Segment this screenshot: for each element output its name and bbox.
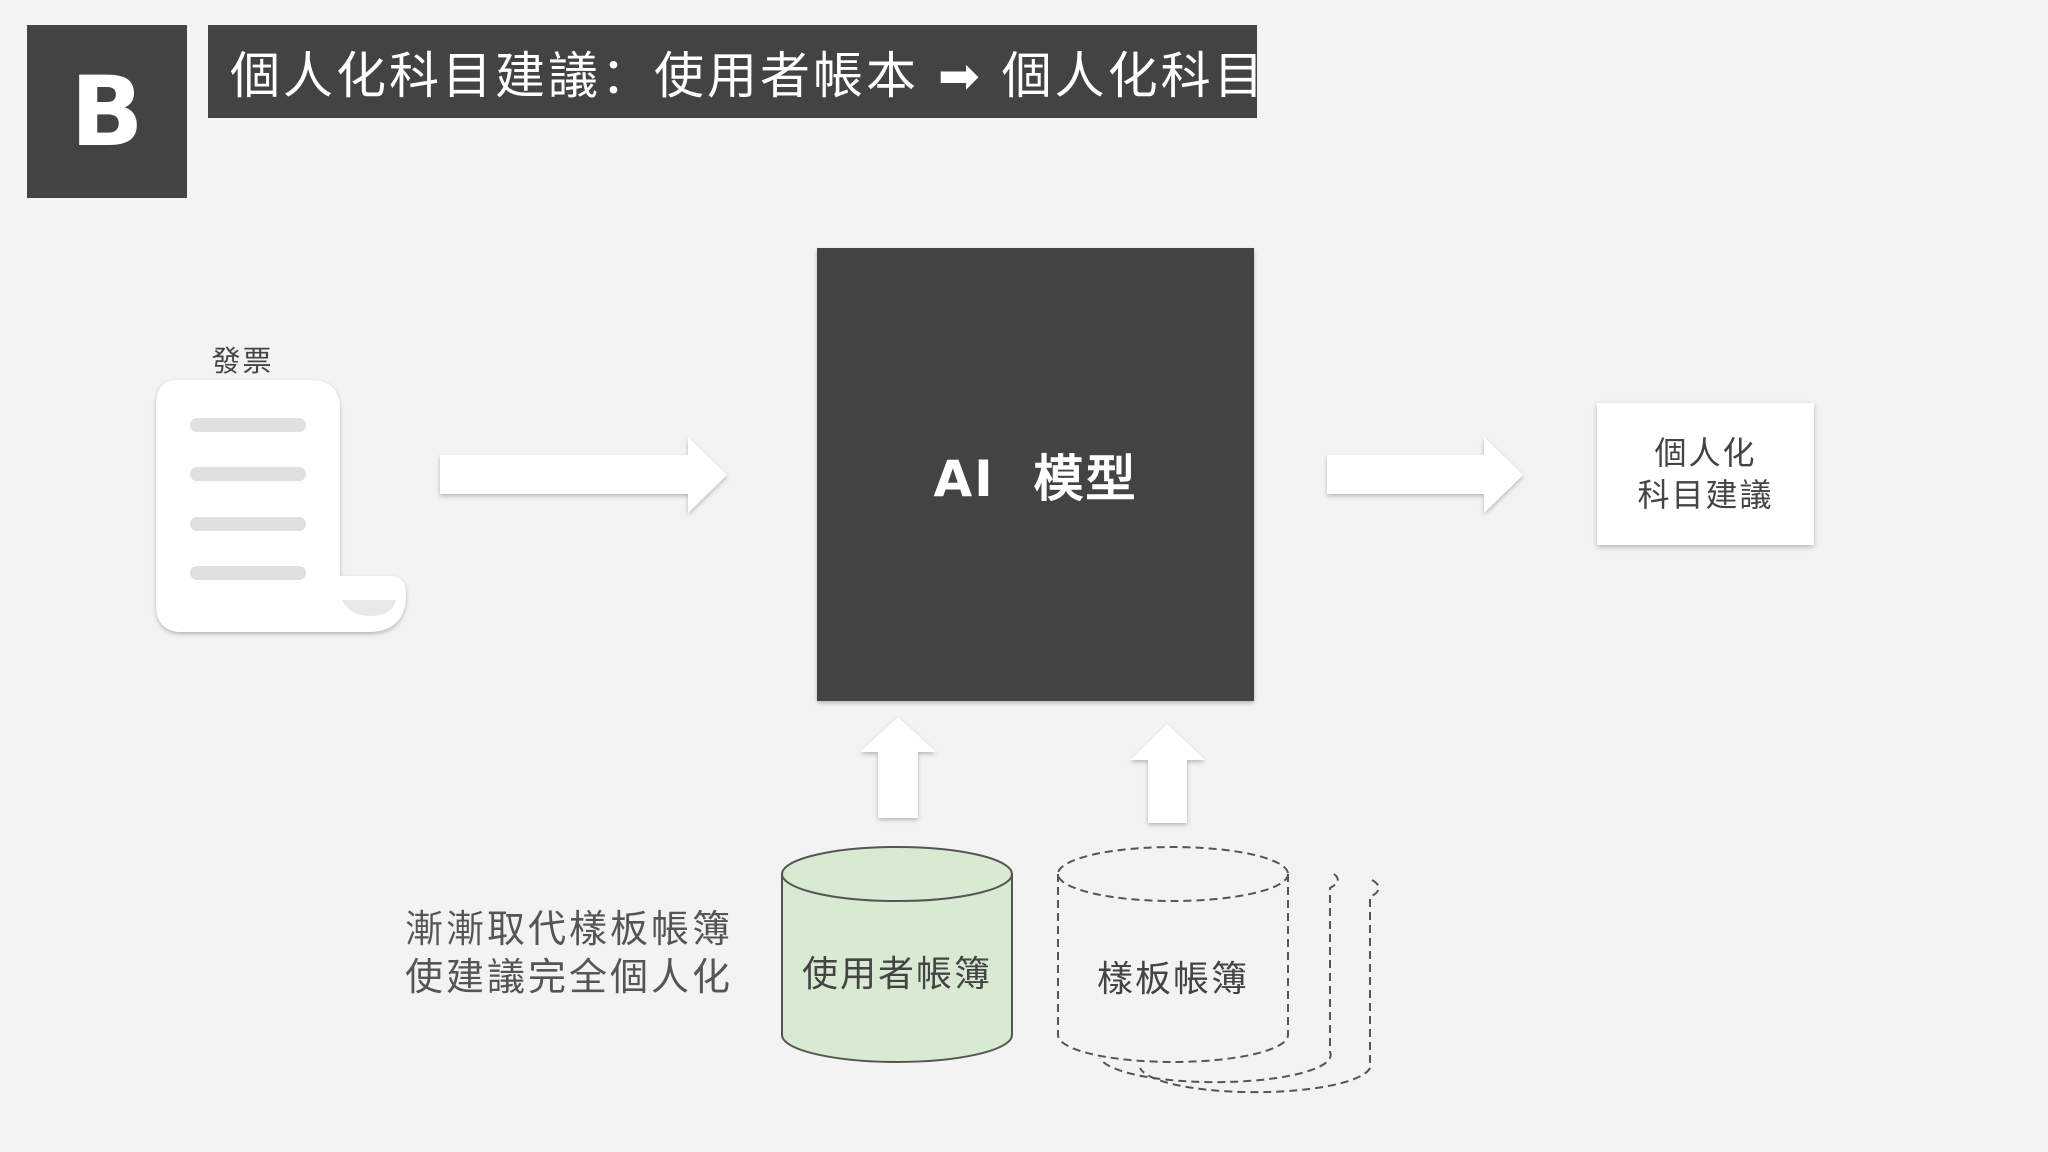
template-ledger-stack — [1057, 846, 1380, 1094]
page-title: 個人化科目建議：使用者帳本 ➡ 個人化科目 — [230, 46, 1267, 105]
arrow-ai-to-output — [1327, 437, 1523, 513]
title-bar: 個人化科目建議：使用者帳本 ➡ 個人化科目 — [208, 25, 1264, 118]
arrow-user-ledger-to-ai — [860, 717, 936, 818]
section-badge: B — [27, 25, 187, 198]
note-line-2: 使建議完全個人化 — [405, 955, 734, 999]
note-line-1: 漸漸取代樣板帳簿 — [405, 907, 734, 951]
user-ledger-cylinder — [781, 846, 1013, 1063]
output-line-2: 科目建議 — [1637, 476, 1774, 514]
user-ledger-label: 使用者帳簿 — [801, 954, 992, 995]
note-text: 漸漸取代樣板帳簿 使建議完全個人化 — [405, 905, 745, 1001]
section-letter: B — [70, 55, 144, 168]
template-ledger-label: 樣板帳簿 — [1096, 959, 1249, 1000]
output-line-1: 個人化 — [1654, 434, 1757, 472]
arrow-invoice-to-ai — [440, 437, 727, 513]
receipt-scroll-icon — [156, 380, 406, 632]
output-box: 個人化 科目建議 — [1597, 403, 1814, 545]
ai-model-label: AI 模型 — [933, 449, 1138, 508]
invoice-label: 發票 — [211, 344, 274, 378]
arrow-template-ledger-to-ai — [1130, 724, 1205, 823]
ai-model-box: AI 模型 — [817, 248, 1254, 701]
